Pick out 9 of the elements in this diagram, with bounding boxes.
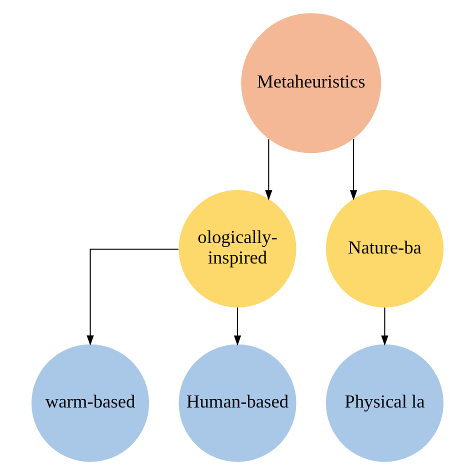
arrow	[86, 248, 178, 346]
node-circle: Human-based	[178, 344, 296, 462]
node-circle: Metaheuristics	[240, 12, 381, 153]
arrow	[349, 138, 357, 200]
node-circle: Physical la	[325, 344, 443, 462]
arrow	[264, 138, 272, 200]
arrow	[233, 307, 241, 346]
arrow	[380, 307, 388, 346]
node-circle: warm-based	[31, 344, 149, 462]
